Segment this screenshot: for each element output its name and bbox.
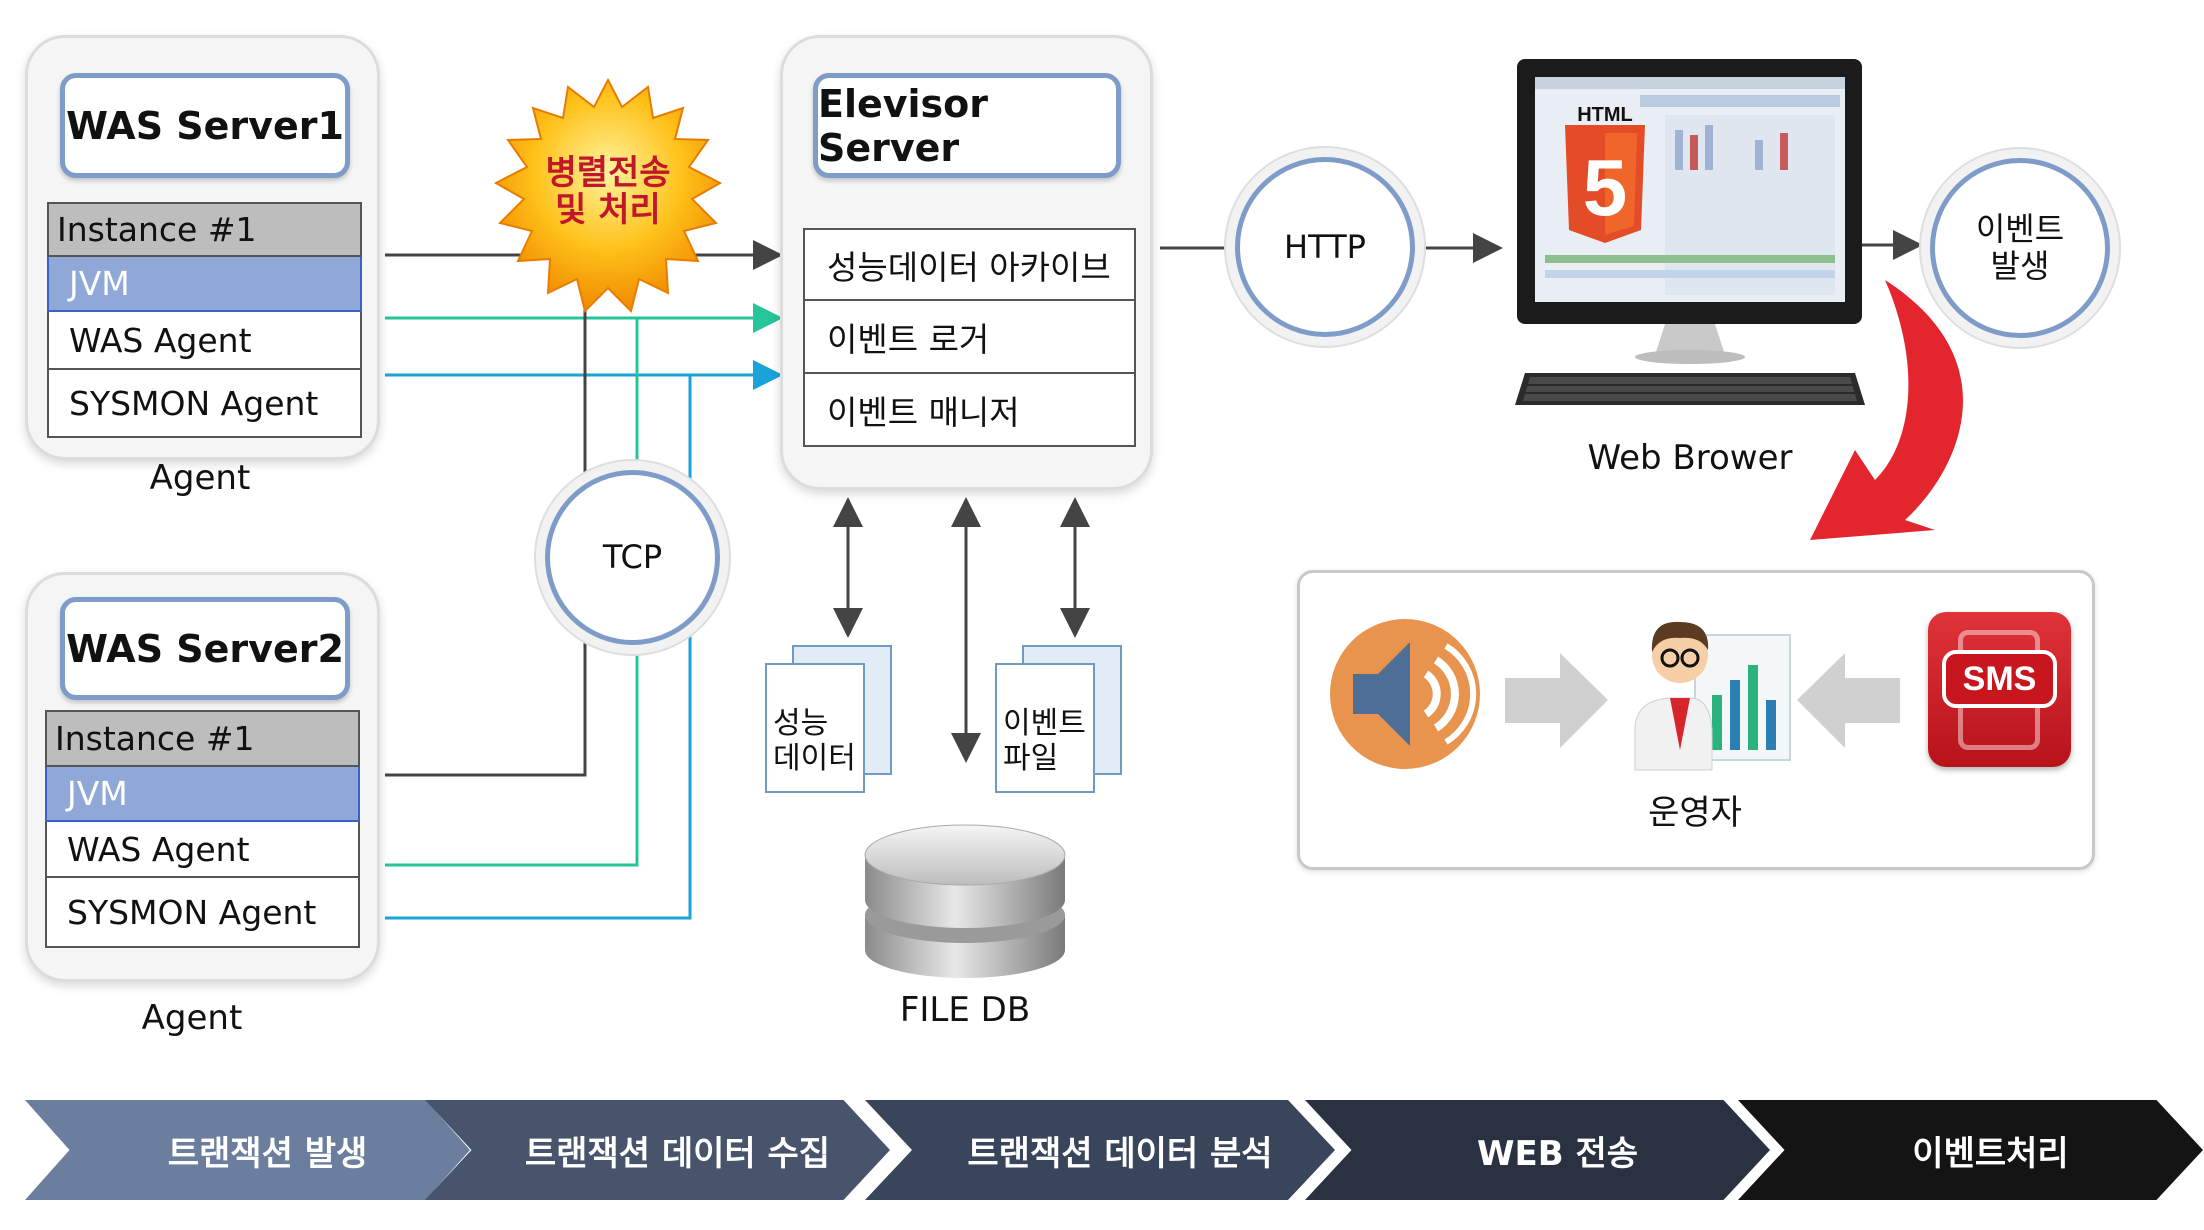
event-doc-line1: 이벤트 [1003,706,1086,741]
flow-step-4-label: WEB 전송 [1476,1133,1639,1174]
flow-step-1-label: 트랜잭션 발생 [167,1133,368,1174]
speaker-icon [1330,619,1480,769]
event-doc-icon: 이벤트 파일 [995,663,1095,793]
agent2-caption: Agent [141,998,243,1038]
perf-doc-line1: 성능 [773,706,829,741]
operator-icon [1634,621,1791,771]
flow-step-1: 트랜잭션 발생 [25,1100,470,1200]
event-circle-line2: 발생 [1990,247,2050,285]
server-item-logger: 이벤트 로거 [803,301,1136,374]
flow-step-3: 트랜잭션 데이터 분석 [865,1100,1335,1200]
elevisor-server-title: Elevisor Server [813,73,1121,178]
was-server1-title: WAS Server1 [60,73,350,178]
agent2-sysmon-agent: SYSMON Agent [45,878,360,948]
flow-step-2-label: 트랜잭션 데이터 수집 [524,1133,831,1174]
perf-doc-line2: 데이터 [773,740,856,776]
tcp-circle: TCP [545,470,720,645]
sms-arrow-icon [1797,653,1900,748]
flow-step-5-label: 이벤트처리 [1912,1133,2069,1174]
perf-doc-label: 성능 데이터 [767,665,863,776]
flow-step-2: 트랜잭션 데이터 수집 [425,1100,890,1200]
sms-icon: SMS [1928,612,2071,767]
badge-line2: 및 처리 [555,190,661,231]
event-doc-label: 이벤트 파일 [997,665,1093,776]
html-label: HTML [1577,104,1633,126]
sms-label: SMS [1942,650,2057,708]
agent1-instance: Instance #1 [47,202,362,257]
operator-label: 운영자 [1648,793,1742,833]
server-item-archive: 성능데이터 아카이브 [803,228,1136,301]
agent2-was-agent: WAS Agent [45,822,360,878]
agent1-caption: Agent [149,458,251,498]
agent1-was-agent: WAS Agent [47,312,362,370]
badge-line1: 병렬전송 [545,153,671,193]
parallel-badge-text: 병렬전송 및 처리 [528,153,688,231]
parallel-badge-burst [493,77,723,313]
red-event-arrow [1810,280,1963,540]
agent1-jvm: JVM [47,257,362,312]
event-circle: 이벤트 발생 [1930,158,2110,338]
jvm2-line [385,255,587,777]
file-db-label: FILE DB [899,990,1031,1030]
server-item-manager: 이벤트 매니저 [803,374,1136,447]
http-circle: HTTP [1235,157,1415,337]
sysmon2-line [385,375,692,920]
speaker-arrow-icon [1505,653,1608,748]
was-server2-title: WAS Server2 [60,597,350,700]
flow-step-4: WEB 전송 [1305,1100,1770,1200]
flow-step-5: 이벤트처리 [1738,1100,2203,1200]
perf-doc-icon: 성능 데이터 [765,663,865,793]
agent2-jvm: JVM [45,767,360,822]
agent2-instance: Instance #1 [45,710,360,767]
agent1-sysmon-agent: SYSMON Agent [47,370,362,438]
event-doc-line2: 파일 [1003,740,1059,776]
html5-number: 5 [1583,143,1628,232]
monitor-icon: 5 HTML [1515,59,1865,405]
database-icon [864,824,1066,978]
flow-step-3-label: 트랜잭션 데이터 분석 [967,1133,1273,1174]
web-browser-caption: Web Brower [1587,438,1793,478]
event-circle-line1: 이벤트 [1975,210,2065,249]
